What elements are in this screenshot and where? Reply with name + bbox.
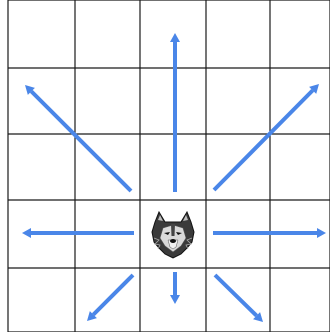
wolf-nose [170,239,176,243]
wolf-forehead-stripe [171,224,175,236]
